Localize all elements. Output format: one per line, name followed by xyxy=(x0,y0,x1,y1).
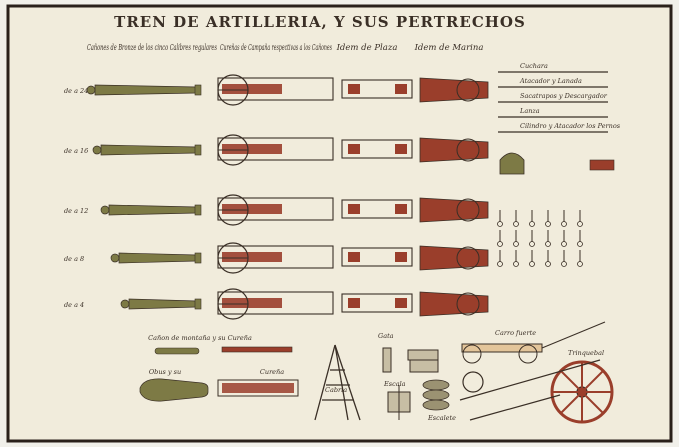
wheel xyxy=(456,246,480,270)
marina-carriage xyxy=(419,291,489,317)
cannon-barrel xyxy=(94,84,198,96)
header-cannons: Cañones de Bronze de los cinco Calibres … xyxy=(87,43,217,53)
cannon-row: de a 16 xyxy=(64,134,489,166)
howitzer-carriage xyxy=(217,379,299,397)
cascabel xyxy=(120,299,130,309)
marina-carriage xyxy=(419,197,489,223)
tool-label: Sacatrapos y Descargador xyxy=(520,92,608,100)
mountain-cannon xyxy=(154,347,200,355)
header-plaza: Idem de Plaza xyxy=(336,43,398,53)
cannon-row: de a 24 xyxy=(64,74,489,106)
cannon-barrel xyxy=(100,144,198,156)
cannon-barrel xyxy=(118,252,198,264)
mountain-carriage xyxy=(221,346,293,353)
label-cabria: Cabria xyxy=(325,386,347,394)
cascabel xyxy=(86,85,96,95)
caliber-label: de a 4 xyxy=(64,301,84,309)
cannon-row: de a 12 xyxy=(64,194,489,226)
label-escala: Escala xyxy=(383,380,406,388)
cascabel xyxy=(92,145,102,155)
caliber-label: de a 24 xyxy=(64,87,88,95)
cannon-rows: de a 24 de a 16 de a 12 de a 8 de a 4 xyxy=(64,74,489,320)
cannon-barrel xyxy=(108,204,198,216)
marina-carriage xyxy=(419,137,489,163)
plaza-carriage xyxy=(341,79,413,99)
label-gata: Gata xyxy=(378,332,394,340)
wheel xyxy=(456,292,480,316)
header-carriages: Cureñas de Campaña respectivas a los Cañ… xyxy=(220,43,332,53)
label-obus: Obus y su xyxy=(149,368,181,376)
carro-fuerte-wagon xyxy=(461,321,606,364)
cannon-row: de a 4 xyxy=(64,288,489,320)
cannon-barrel xyxy=(128,298,198,310)
caliber-label: de a 16 xyxy=(64,147,88,155)
plaza-carriage xyxy=(341,293,413,313)
cascabel xyxy=(110,253,120,263)
howitzer xyxy=(139,378,209,402)
label-escalete: Escalete xyxy=(427,414,456,422)
header-marina: Idem de Marina xyxy=(414,43,484,53)
block-item xyxy=(589,159,615,171)
label-curena: Cureña xyxy=(260,368,284,376)
caliber-label: de a 12 xyxy=(64,207,88,215)
marina-carriage xyxy=(419,77,489,103)
mortar-item xyxy=(499,152,525,175)
tool-label: Cuchara xyxy=(520,62,548,70)
plate-border xyxy=(6,4,673,443)
wheel xyxy=(456,198,480,222)
cabria-crane xyxy=(314,344,361,421)
tool-label: Atacador y Lanada xyxy=(519,77,582,85)
escalete-rings xyxy=(422,379,450,411)
marina-carriage xyxy=(419,245,489,271)
cannon-row: de a 8 xyxy=(64,242,489,274)
cascabel xyxy=(100,205,110,215)
label-carro-fuerte: Carro fuerte xyxy=(495,329,536,337)
tool-label: Lanza xyxy=(519,107,540,115)
wheel xyxy=(456,138,480,162)
label-trinquebal: Trinquebal xyxy=(568,349,604,357)
wheel xyxy=(456,78,480,102)
ordnance-items xyxy=(497,152,615,267)
plaza-carriage xyxy=(341,247,413,267)
plaza-carriage xyxy=(341,199,413,219)
tool-label: Cilindro y Atacador los Pernos xyxy=(520,122,621,130)
escala-device xyxy=(387,385,411,420)
caliber-label: de a 8 xyxy=(64,255,84,263)
label-canon-montana: Cañon de montaña y su Cureña xyxy=(148,334,252,342)
trinquebal-cart xyxy=(459,359,614,424)
gata-jack xyxy=(382,347,439,373)
plate-title: TREN DE ARTILLERIA, Y SUS PERTRECHOS xyxy=(114,13,526,31)
plaza-carriage xyxy=(341,139,413,159)
